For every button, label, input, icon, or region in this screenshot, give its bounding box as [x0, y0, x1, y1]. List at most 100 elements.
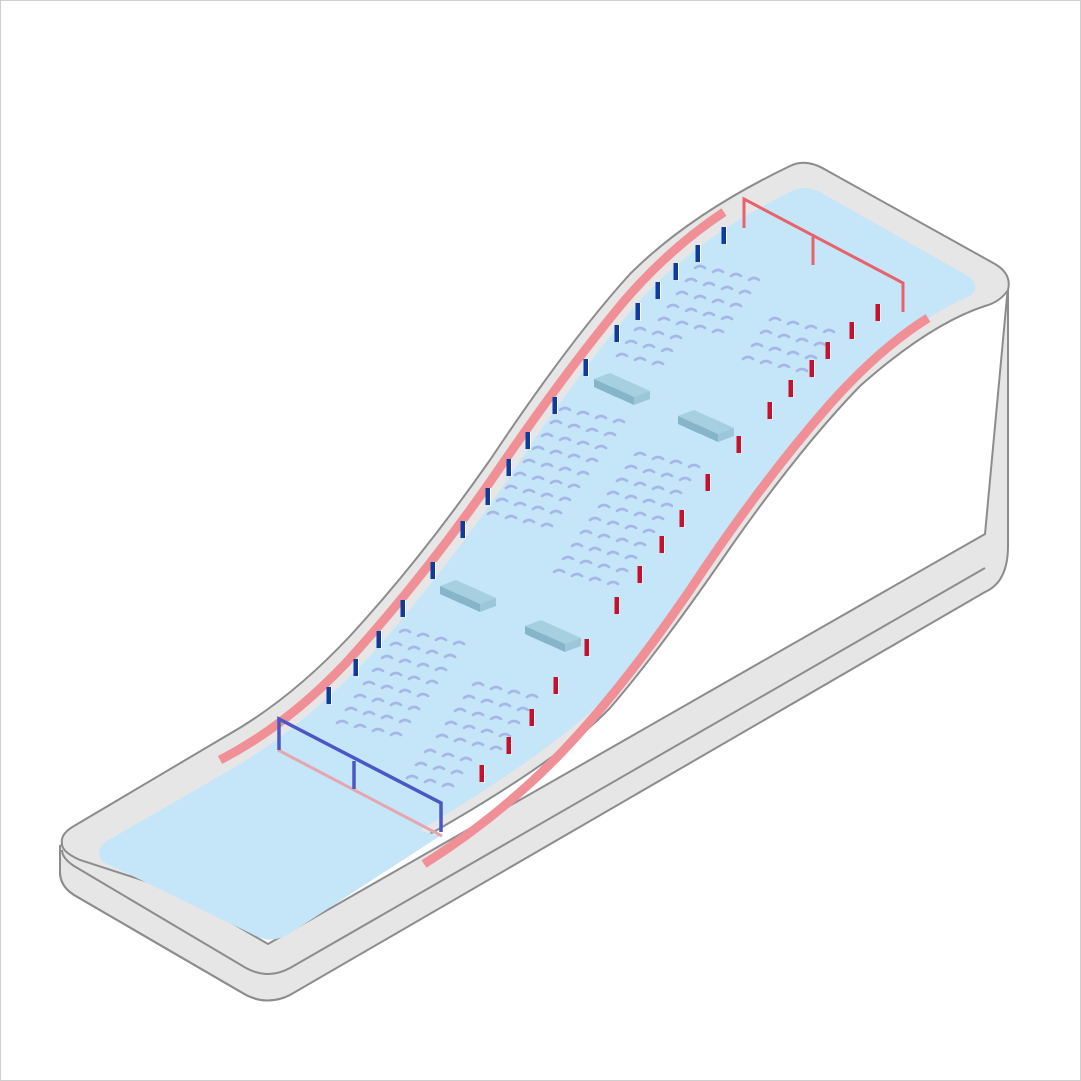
blue-gate — [353, 659, 359, 677]
mogul — [651, 330, 665, 336]
blue-gate — [673, 263, 679, 281]
mogul — [567, 453, 581, 459]
mogul — [504, 514, 518, 520]
red-gates — [479, 304, 881, 783]
red-gate — [809, 360, 815, 378]
mogul — [588, 576, 602, 582]
mogul — [549, 449, 563, 455]
mogul — [441, 752, 455, 758]
red-gate — [679, 510, 685, 528]
mogul-field — [657, 264, 761, 334]
mogul — [741, 355, 755, 361]
red-gate — [506, 737, 512, 755]
mogul — [597, 563, 611, 569]
mogul — [768, 316, 782, 322]
mogul — [453, 737, 467, 743]
mogul — [594, 414, 608, 420]
mogul — [432, 765, 446, 771]
mogul — [362, 710, 376, 716]
mogul — [606, 490, 620, 496]
mogul — [435, 733, 449, 739]
mogul — [777, 333, 791, 339]
mogul — [579, 559, 593, 565]
mogul — [804, 354, 818, 360]
mogul — [353, 693, 367, 699]
mogul — [558, 406, 572, 412]
blue-gate — [552, 397, 558, 415]
mogul — [759, 329, 773, 335]
mogul — [504, 484, 518, 490]
mogul — [678, 476, 692, 482]
mogul — [660, 472, 674, 478]
mogul — [453, 707, 467, 713]
mogul — [585, 457, 599, 463]
mogul — [434, 636, 448, 642]
mogul — [624, 494, 638, 500]
slope-bottom-edge — [59, 871, 291, 1002]
blue-gate — [614, 325, 620, 343]
mogul — [585, 427, 599, 433]
safety-netting-right — [421, 314, 931, 868]
mogul — [615, 477, 629, 483]
mogul — [651, 455, 665, 461]
mogul — [576, 410, 590, 416]
mogul — [450, 769, 464, 775]
mogul — [549, 509, 563, 515]
mogul — [380, 714, 394, 720]
mogul — [486, 510, 500, 516]
mogul — [606, 550, 620, 556]
kicker — [678, 410, 734, 442]
mogul — [462, 724, 476, 730]
mogul — [498, 702, 512, 708]
finish-gate-icon — [277, 716, 443, 832]
mogul-field — [597, 451, 701, 521]
mogul — [576, 440, 590, 446]
mogul — [570, 542, 584, 548]
mogul — [471, 741, 485, 747]
snow-run-surface — [99, 188, 976, 912]
mogul — [675, 320, 689, 326]
mogul — [588, 516, 602, 522]
mogul — [795, 367, 809, 373]
run-out-area — [99, 776, 440, 940]
mogul — [675, 290, 689, 296]
red-gate — [529, 709, 535, 727]
mogul — [747, 276, 761, 282]
slope-front-edge — [61, 567, 986, 975]
mogul — [540, 462, 554, 468]
mogul — [633, 481, 647, 487]
mogul — [525, 693, 539, 699]
mogul — [516, 706, 530, 712]
mogul — [471, 681, 485, 687]
kicker — [525, 620, 581, 652]
mogul — [669, 489, 683, 495]
mogul-field — [435, 681, 539, 751]
mogul — [522, 488, 536, 494]
mogul — [522, 458, 536, 464]
mogul — [624, 339, 638, 345]
mogul-field — [486, 406, 626, 528]
mogul — [362, 680, 376, 686]
blue-gate — [525, 432, 531, 450]
mogul — [513, 471, 527, 477]
blue-gate — [485, 488, 491, 506]
mogul — [389, 701, 403, 707]
mogul — [633, 356, 647, 362]
mogul — [570, 572, 584, 578]
mogul — [416, 692, 430, 698]
mogul — [822, 328, 836, 334]
mogul — [353, 723, 367, 729]
red-gate — [825, 342, 831, 360]
mogul — [606, 520, 620, 526]
mogul — [669, 334, 683, 340]
mogul — [558, 496, 572, 502]
mogul — [720, 285, 734, 291]
mogul — [633, 451, 647, 457]
mogul-field — [741, 316, 836, 373]
mogul — [389, 641, 403, 647]
mogul — [407, 705, 421, 711]
mogul — [711, 298, 725, 304]
blue-gate — [695, 245, 701, 263]
red-gate — [875, 304, 881, 322]
mogul — [444, 720, 458, 726]
